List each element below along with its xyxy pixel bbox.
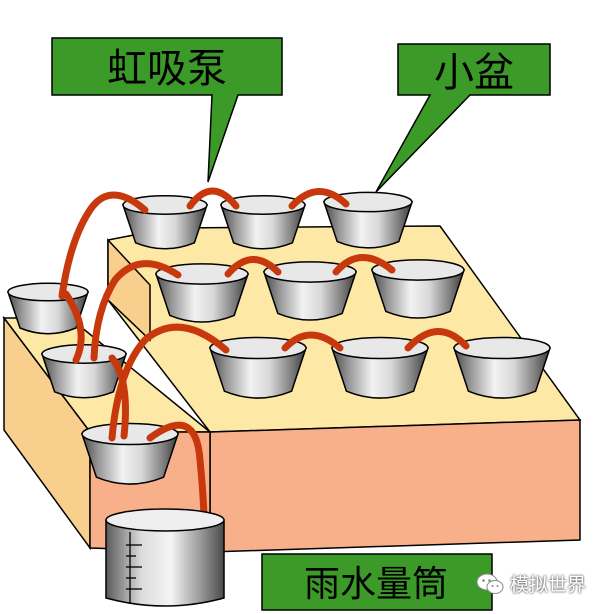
basin-group bbox=[6, 191, 552, 485]
basin bbox=[219, 195, 307, 250]
siphon-label: 虹吸泵 bbox=[107, 46, 227, 92]
basin bbox=[322, 191, 414, 249]
siphon-tube bbox=[186, 187, 240, 210]
basin bbox=[208, 336, 308, 399]
basin bbox=[370, 259, 466, 319]
siphon-tube bbox=[62, 290, 85, 364]
basin bbox=[40, 344, 128, 399]
watermark: 模拟世界 bbox=[476, 570, 586, 597]
siphon-tube bbox=[281, 331, 344, 352]
siphon-tube bbox=[108, 354, 129, 440]
basin bbox=[154, 263, 250, 323]
basin bbox=[121, 195, 209, 250]
siphon-tube bbox=[288, 188, 350, 210]
rain-gauge-cylinder bbox=[105, 508, 225, 607]
siphon-tube bbox=[90, 260, 182, 362]
watermark-text: 模拟世界 bbox=[510, 574, 587, 596]
siphon-group bbox=[58, 187, 470, 566]
block-front-face bbox=[209, 419, 581, 553]
wechat-icon bbox=[476, 573, 504, 594]
siphon-tube bbox=[404, 328, 470, 352]
rain-gauge-label-box: 雨水量筒 bbox=[261, 553, 493, 611]
siphon-tube bbox=[224, 256, 282, 278]
basin bbox=[262, 261, 358, 321]
siphon-tube bbox=[108, 323, 230, 442]
siphon-callout: 虹吸泵 bbox=[51, 37, 283, 183]
small-basin-label: 小盆 bbox=[434, 50, 514, 96]
siphon-tube bbox=[58, 191, 149, 300]
basin bbox=[452, 336, 552, 399]
siphon-tube bbox=[332, 254, 396, 276]
small-basin-callout: 小盆 bbox=[375, 43, 551, 193]
basin bbox=[330, 336, 430, 399]
rain-gauge-label: 雨水量筒 bbox=[304, 564, 448, 605]
